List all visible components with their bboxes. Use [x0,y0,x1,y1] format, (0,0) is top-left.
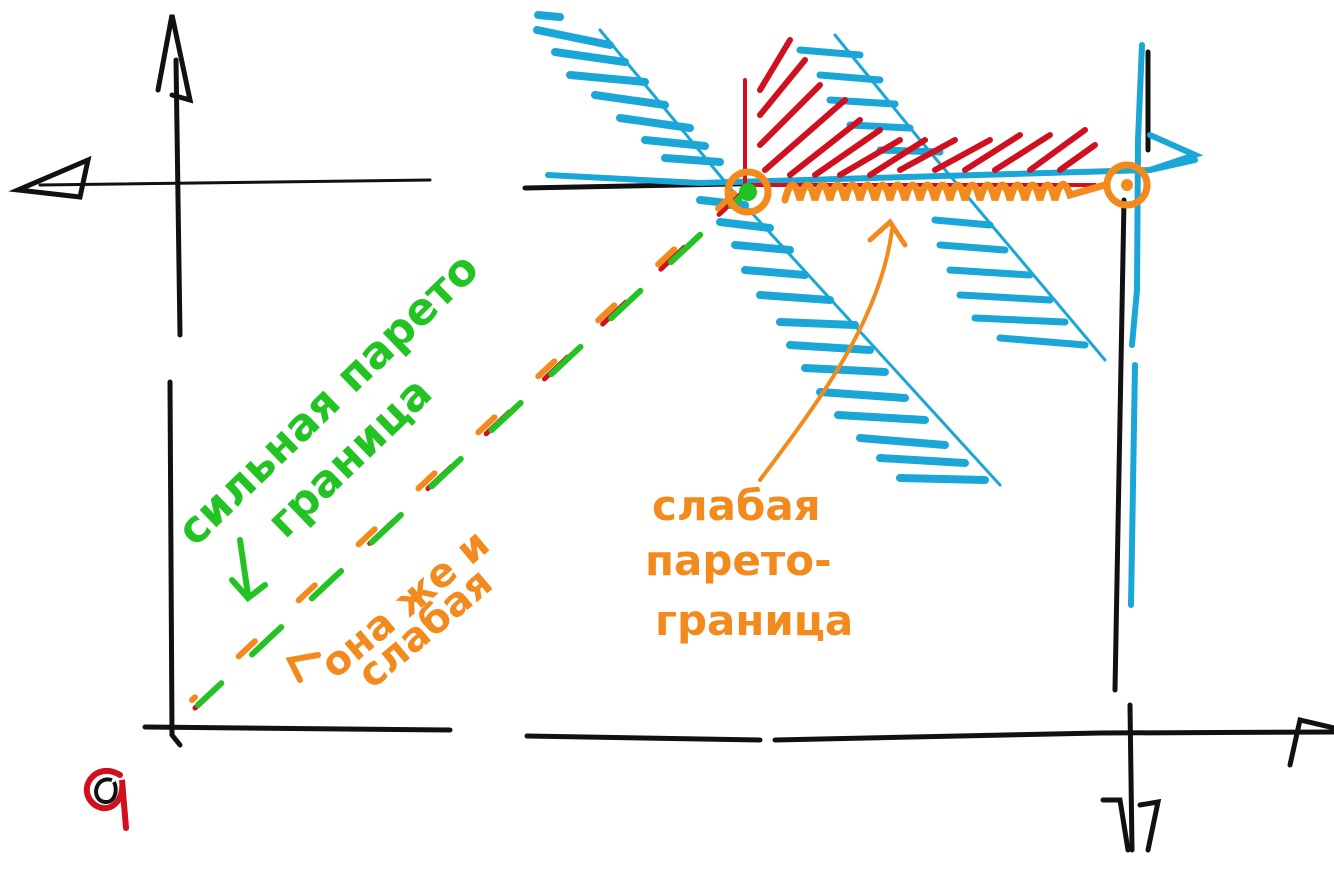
corner-letter-a [83,767,129,831]
bottom-axis-b [524,733,763,743]
bottom-axis-c [772,729,1334,743]
down-arrow-head [1100,797,1162,853]
left-axis-upper [173,57,183,338]
right-axis-mid [1112,197,1127,693]
up-arrow-head [155,14,194,104]
weak-pareto-label-1: слабая [652,481,821,530]
weak-frontier-start [724,168,772,216]
green-pointer-arrow [229,537,268,603]
top-axis-left [38,178,432,187]
right-arrow-head [1287,716,1334,768]
constraint-line-1 [598,28,1002,487]
weak-pareto-label-3: граница [655,596,853,645]
right-axis-bottom [1127,702,1135,853]
weak-point [1121,179,1133,191]
constraint-region [533,11,1204,608]
weak-pareto-frontier [285,161,1151,683]
strong-point [739,183,757,201]
bottom-axis-a [142,724,453,733]
labels: сильная парето граница она же и слабая с… [167,243,853,698]
axes [8,14,1334,853]
constraint-line-right [1129,42,1145,348]
feasible-region [743,37,1098,187]
left-axis-lower [167,379,183,748]
weak-pareto-label-2: парето- [645,536,832,585]
left-arrow-head [8,155,92,200]
